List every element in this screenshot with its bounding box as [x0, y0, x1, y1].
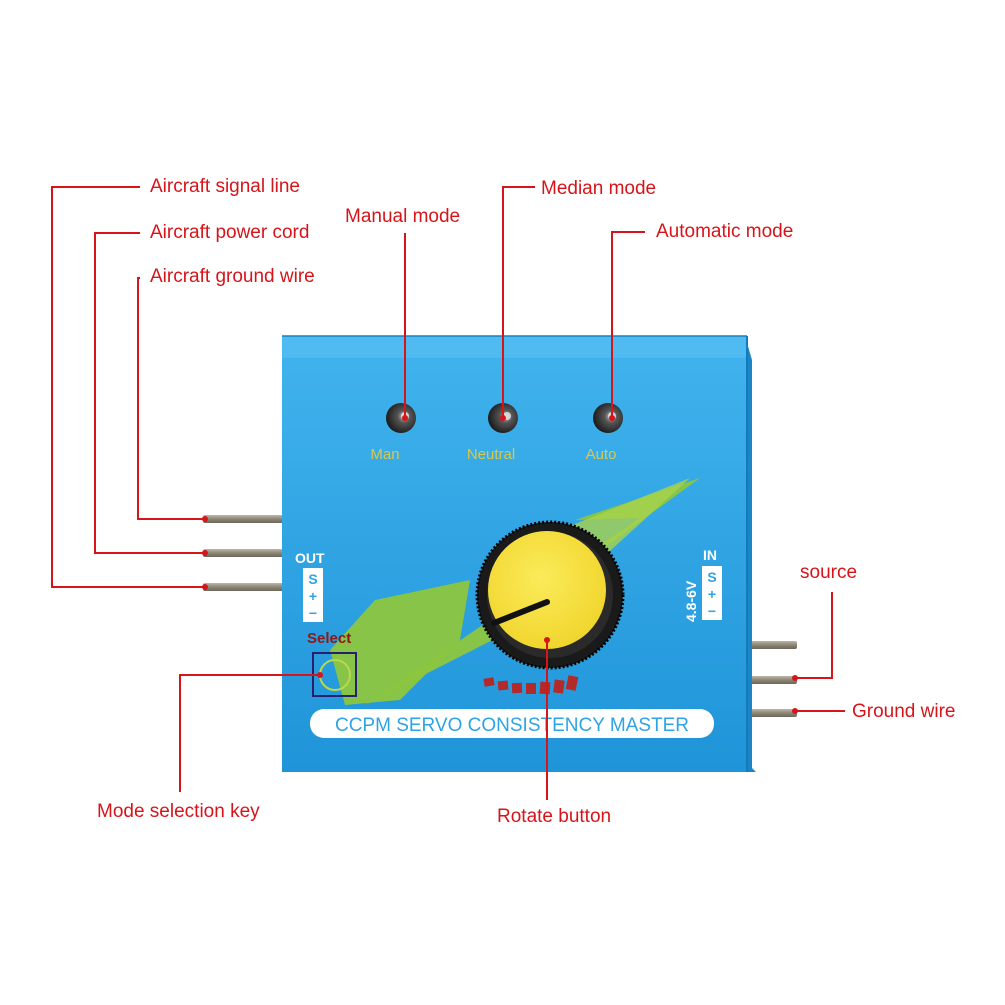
callout-automatic-mode: Automatic mode: [656, 221, 793, 242]
out-pin-s: S: [308, 571, 317, 587]
leader-aircraft-ground: [137, 277, 205, 520]
banner-text: CCPM SERVO CONSISTENCY MASTER: [335, 715, 689, 736]
out-header-pins: [203, 515, 283, 591]
mode-leds: [386, 403, 623, 433]
callout-aircraft-signal-line: Aircraft signal line: [150, 176, 300, 197]
leader-mode-selection: [179, 674, 320, 792]
callout-manual-mode: Manual mode: [345, 206, 460, 227]
callout-aircraft-power-cord: Aircraft power cord: [150, 222, 309, 243]
leader-lines: [51, 186, 845, 800]
led-label-man: Man: [370, 446, 399, 463]
callout-aircraft-ground-wire: Aircraft ground wire: [150, 266, 315, 287]
out-pin-power: [203, 549, 283, 557]
in-pin-s: S: [707, 569, 716, 585]
out-pin-ground: [203, 583, 283, 591]
callout-source: source: [800, 562, 857, 583]
out-pin-minus: −: [309, 605, 317, 621]
leader-aircraft-signal: [51, 186, 205, 588]
callout-mode-selection-key: Mode selection key: [97, 801, 260, 822]
out-marking: OUT S + −: [295, 550, 325, 622]
callout-rotate-button: Rotate button: [497, 806, 611, 827]
led-label-auto: Auto: [586, 446, 617, 463]
knob-cap[interactable]: [488, 531, 606, 649]
manual-led: [386, 403, 416, 433]
in-pin-ground: [745, 709, 797, 717]
in-marking: IN S + − 4.8-6V: [683, 547, 722, 622]
in-pin-minus: −: [708, 603, 716, 619]
leader-median: [502, 186, 535, 418]
leader-aircraft-power: [94, 232, 205, 554]
in-pin-power: [745, 676, 797, 684]
out-pin-signal: [203, 515, 283, 523]
led-label-neutral: Neutral: [467, 446, 515, 463]
in-label: IN: [703, 547, 717, 563]
auto-led: [593, 403, 623, 433]
out-pin-plus: +: [309, 588, 317, 604]
voltage-label: 4.8-6V: [683, 580, 699, 622]
select-label: Select: [307, 630, 351, 647]
in-pin-signal: [745, 641, 797, 649]
leader-dots: [202, 415, 798, 714]
leader-automatic: [611, 231, 645, 418]
leader-source: [795, 592, 833, 679]
in-header-pins: [745, 641, 797, 717]
callout-median-mode: Median mode: [541, 178, 656, 199]
in-pin-plus: +: [708, 586, 716, 602]
knob-pointer: [491, 599, 550, 626]
banner: CCPM SERVO CONSISTENCY MASTER: [310, 709, 714, 738]
led-labels: Man Neutral Auto: [370, 446, 616, 463]
rotate-knob[interactable]: [475, 520, 625, 670]
speed-arc: [483, 675, 579, 695]
callout-labels: Aircraft signal line Aircraft power cord…: [97, 176, 956, 827]
callout-ground-wire: Ground wire: [852, 701, 956, 722]
out-label: OUT: [295, 550, 325, 566]
